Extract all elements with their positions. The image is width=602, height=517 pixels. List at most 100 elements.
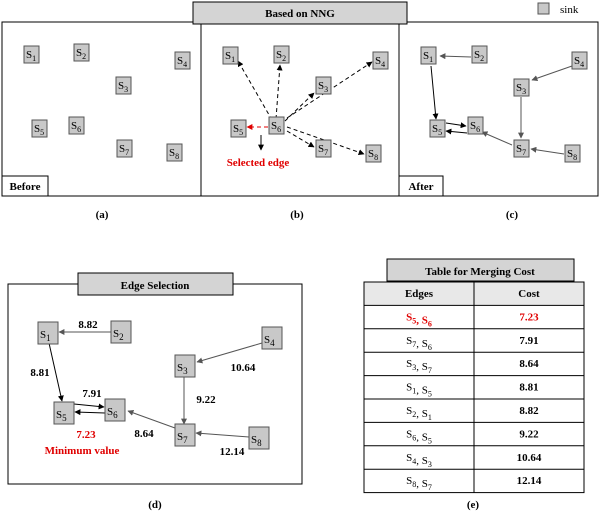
- node-s5-label: S5: [56, 409, 67, 423]
- banner-nng-box: [192, 1, 408, 25]
- table-cell-cost: 8.64: [519, 358, 539, 370]
- node-s1-label: S1: [40, 329, 51, 343]
- node-s2: S2: [471, 45, 488, 64]
- edge-c-s7-s6: [481, 131, 513, 146]
- weight-s4-s3: 10.64: [231, 362, 256, 374]
- sink-legend-icon: [537, 2, 550, 15]
- panel-d-title: Edge Selection: [121, 280, 190, 292]
- node-s4-label: S4: [375, 55, 385, 69]
- node-s5: S5: [31, 119, 48, 138]
- weight-s8-s7: 12.14: [220, 446, 245, 458]
- node-s1: S1: [420, 46, 437, 65]
- panel-a-tag-box: [1, 175, 49, 197]
- node-s8: S8: [248, 426, 270, 450]
- edge-b-s6-s7: [286, 130, 315, 148]
- node-s1-box: [23, 45, 40, 64]
- edge-d-s4-s3: [196, 342, 263, 364]
- panel-c-edges: [430, 53, 573, 155]
- node-s5-label: S5: [34, 123, 44, 137]
- edge-d-s1-s5: [48, 342, 64, 402]
- node-s2: S2: [110, 320, 132, 344]
- table-row: S6, S59.22: [406, 428, 539, 445]
- panel-d-frame: [7, 283, 303, 485]
- node-s6: S6: [104, 398, 126, 422]
- node-s7: S7: [315, 139, 332, 158]
- edge-d-s6-s5: [74, 409, 106, 416]
- node-s2-box: [73, 43, 90, 62]
- node-s6-box: [467, 116, 484, 135]
- table-header-cost: Cost: [518, 288, 540, 300]
- table-cell-cost: 9.22: [519, 428, 539, 440]
- edge-c-s1-s5: [430, 65, 439, 120]
- node-s4: S4: [261, 326, 283, 350]
- node-s5: S5: [429, 119, 446, 138]
- table-cell-edge: S3, S7: [406, 358, 432, 375]
- banner-nng: Based on NNG: [192, 1, 408, 25]
- node-s3-label: S3: [318, 80, 328, 94]
- table-header-edges: Edges: [405, 288, 434, 300]
- node-s8-box: [564, 144, 581, 163]
- node-s1-label: S1: [225, 50, 235, 64]
- node-s3: S3: [513, 78, 530, 97]
- edge-b-s6-s1: [237, 60, 273, 121]
- node-s6-box: [68, 116, 85, 135]
- table-row: S2, S18.82: [406, 405, 539, 422]
- panel-a-tag: Before: [10, 181, 41, 193]
- node-s1: S1: [222, 46, 239, 65]
- node-s6: S6: [68, 116, 85, 135]
- node-s3-label: S3: [177, 362, 188, 376]
- node-s8-label: S8: [567, 148, 577, 162]
- node-s6: S6: [268, 116, 285, 135]
- edge-c-s4-s3: [531, 65, 573, 82]
- node-s3: S3: [115, 76, 132, 95]
- node-s6-label: S6: [271, 120, 281, 134]
- node-s2-box: [273, 45, 290, 64]
- node-s1-box: [420, 46, 437, 65]
- node-s7-box: [315, 139, 332, 158]
- edge-c-s6-s5: [445, 128, 468, 135]
- panel-e-banner: [386, 258, 575, 282]
- weight-s3-s7: 9.22: [196, 394, 216, 406]
- node-s2-label: S2: [113, 328, 124, 342]
- node-s7: S7: [116, 139, 133, 158]
- node-s3-label: S3: [118, 80, 128, 94]
- node-s3: S3: [174, 354, 196, 378]
- edge-c-s8-s7: [530, 146, 565, 155]
- node-s3-box: [115, 76, 132, 95]
- node-s1: S1: [23, 45, 40, 64]
- node-s5: S5: [230, 119, 247, 138]
- node-s1: S1: [37, 321, 59, 345]
- node-s1-box: [37, 321, 59, 345]
- node-s3-box: [174, 354, 196, 378]
- panel-e-title: Table for Merging Cost: [425, 266, 535, 278]
- node-s4: S4: [372, 51, 389, 70]
- edge-d-s5-s6: [73, 403, 105, 410]
- table-cell-edge: S5, S6: [406, 311, 432, 328]
- node-s4-box: [372, 51, 389, 70]
- table-cell-edge: S8, S7: [406, 475, 432, 492]
- caption-c: (c): [506, 209, 519, 221]
- node-s5-label: S5: [233, 123, 243, 137]
- node-s8: S8: [365, 144, 382, 163]
- node-s8-box: [248, 426, 270, 450]
- node-s8: S8: [166, 143, 183, 162]
- node-s7: S7: [174, 423, 196, 447]
- node-s2: S2: [73, 43, 90, 62]
- node-s6-label: S6: [107, 406, 118, 420]
- panel-d-edges: [48, 329, 263, 438]
- node-s7-label: S7: [516, 143, 526, 157]
- node-s8-label: S8: [169, 147, 179, 161]
- node-s1-box: [222, 46, 239, 65]
- table-cell-edge: S4, S3: [406, 452, 432, 469]
- table-cell-edge: S2, S1: [406, 405, 432, 422]
- panel-c-tag: After: [408, 181, 433, 193]
- table-cell-cost: 12.14: [517, 475, 542, 487]
- table-cell-edge: S1, S5: [406, 382, 432, 399]
- sink-legend-label: sink: [560, 4, 579, 16]
- node-s8-box: [166, 143, 183, 162]
- banner-nng-title: Based on NNG: [265, 8, 335, 20]
- panel-d-banner: [77, 272, 234, 296]
- node-s1-label: S1: [423, 50, 433, 64]
